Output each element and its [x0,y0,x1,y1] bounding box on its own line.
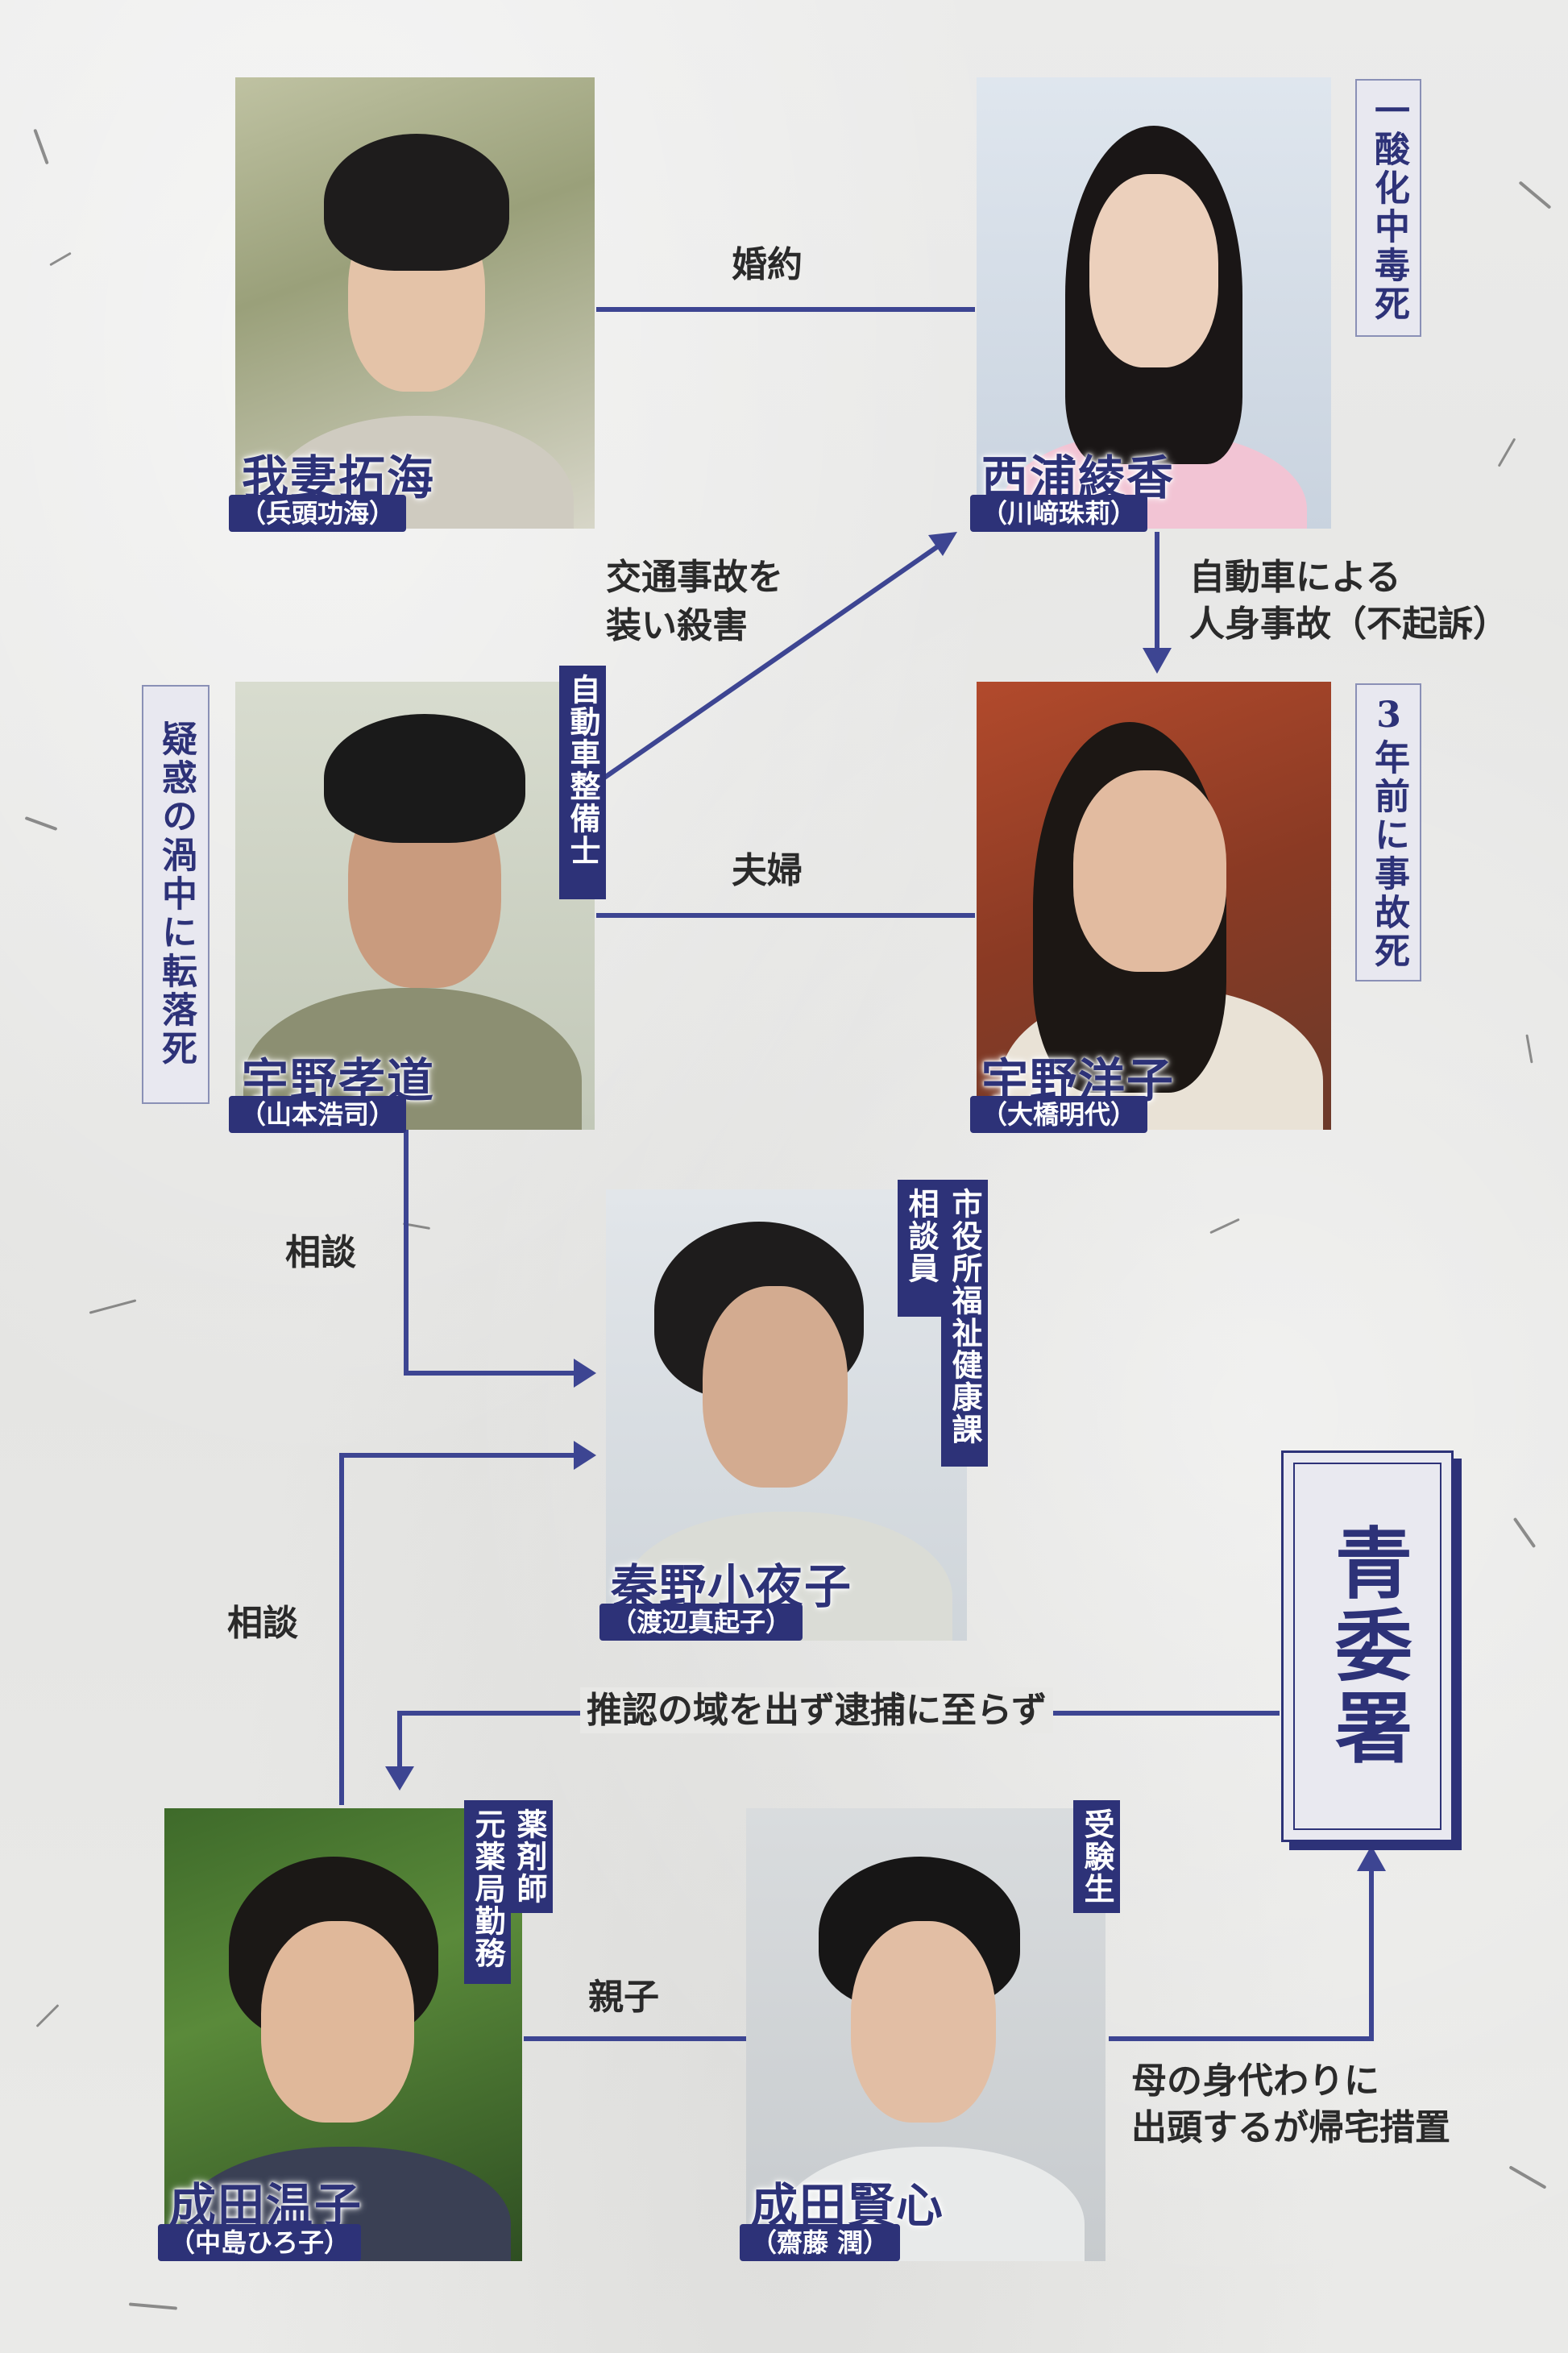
relation-consult-1: 相談 [285,1232,356,1273]
relation-consult-2: 相談 [227,1603,298,1644]
photo-nishiura [977,77,1331,529]
relation-accident-2: 人身事故（不起訴） [1189,604,1508,645]
actor-uno-takamichi: （山本浩司） [229,1096,407,1133]
photo-narita-atsuko [164,1808,522,2261]
consult-line-uno [404,1127,575,1376]
consult-arrow-uno [574,1359,596,1388]
relation-surrender-2: 出頭するが帰宅措置 [1131,2107,1450,2148]
actor-narita-atsuko: （中島ひろ子） [158,2224,362,2261]
photo-wagatsuma [235,77,595,529]
relation-surrender-1: 母の身代わりに [1131,2060,1379,2102]
relation-accident-1: 自動車による [1189,557,1401,598]
surrender-arrow [1357,1845,1386,1871]
relation-police-result: 推認の域を出ず逮捕に至らず [580,1687,1054,1734]
name-narita-kenshin: 成田賢心 [751,2178,945,2233]
accident-arrow [1143,648,1172,674]
police-station-box: 青委署 [1281,1450,1454,1842]
consult-line-narita [339,1453,575,1805]
job-narita-atsuko-1: 薬剤師 [506,1800,553,1913]
relation-murder-1: 交通事故を [606,557,783,598]
note-uno-yoko-death: 3年前に事故死 [1355,683,1421,981]
photo-narita-kenshin [746,1808,1105,2261]
note-nishiura-death: 一酸化中毒死 [1355,79,1421,337]
actor-wagatsuma: （兵頭功海） [229,495,407,532]
relation-murder-2: 装い殺害 [606,605,748,646]
job-uno-takamichi: 自動車整備士 [559,666,606,899]
actor-uno-yoko: （大橋明代） [970,1096,1148,1133]
actor-narita-kenshin: （齋藤 潤） [740,2224,901,2261]
consult-arrow-narita [574,1441,596,1470]
police-station-name: 青委署 [1293,1463,1441,1830]
photo-uno-yoko [977,682,1331,1130]
photo-uno-takamichi [235,682,595,1130]
actor-nishiura: （川﨑珠莉） [970,495,1148,532]
name-narita-atsuko: 成田温子 [169,2178,363,2233]
relation-parent-child: 親子 [588,1977,659,2018]
murder-line [595,544,940,786]
relation-engaged: 婚約 [732,244,803,285]
actor-hatano: （渡辺真起子） [599,1604,803,1641]
note-uno-takamichi-death: 疑惑の渦中に転落死 [142,685,209,1104]
job-narita-atsuko-2: 元薬局勤務 [464,1800,511,1984]
job-narita-kenshin: 受験生 [1073,1800,1120,1913]
murder-arrow [928,532,957,556]
job-hatano-2: 相談員 [898,1180,944,1317]
police-result-arrow [385,1766,414,1791]
surrender-line [1109,1870,1374,2041]
relation-married: 夫婦 [732,850,803,891]
job-hatano-1: 市役所福祉健康課 [941,1180,988,1467]
